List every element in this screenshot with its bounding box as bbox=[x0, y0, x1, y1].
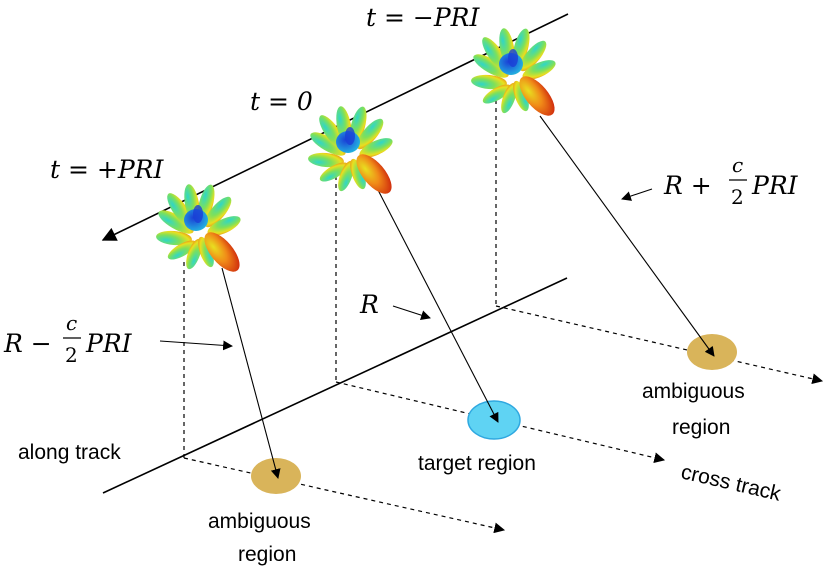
ground-along-track-line bbox=[102, 277, 568, 494]
svg-text:R −: R − bbox=[3, 329, 52, 358]
svg-text:PRI: PRI bbox=[85, 329, 133, 358]
label-ambiguous-region-bottom-1: ambiguous bbox=[208, 510, 311, 533]
label-cross-track: cross track bbox=[679, 460, 784, 505]
ambiguous-region-top bbox=[687, 334, 737, 370]
label-t-zero: t = 0 bbox=[250, 87, 313, 116]
antenna-pattern-plus-pri bbox=[155, 182, 246, 278]
beam-line-minus-pri bbox=[539, 115, 715, 357]
beam-line-plus-pri bbox=[221, 267, 281, 479]
beam-line-zero bbox=[377, 189, 499, 423]
label-ambiguous-region-bottom-2: region bbox=[238, 543, 296, 566]
cross-track-arrow-top bbox=[495, 305, 824, 385]
label-range-minus: R − c 2 PRI bbox=[3, 311, 133, 367]
pointer-arrow-range-center bbox=[392, 305, 431, 320]
svg-text:2: 2 bbox=[731, 185, 744, 209]
label-ambiguous-region-top-2: region bbox=[672, 416, 730, 439]
svg-text:PRI: PRI bbox=[751, 171, 799, 200]
label-range-plus: R + c 2 PRI bbox=[663, 153, 799, 209]
cross-track-arrow-bottom bbox=[183, 457, 506, 534]
ambiguous-region-bottom bbox=[251, 458, 301, 494]
label-ambiguous-region-top-1: ambiguous bbox=[642, 380, 745, 403]
label-t-plus-pri: t = +PRI bbox=[50, 155, 164, 184]
svg-text:c: c bbox=[732, 153, 743, 177]
antenna-pattern-minus-pri bbox=[470, 26, 561, 122]
pointer-arrow-range-plus bbox=[621, 188, 653, 201]
label-target-region: target region bbox=[418, 452, 536, 475]
svg-text:c: c bbox=[66, 311, 77, 335]
svg-text:R +: R + bbox=[663, 171, 712, 200]
label-range-center: R bbox=[359, 290, 379, 319]
pointer-arrow-range-minus bbox=[159, 340, 233, 351]
target-region bbox=[467, 400, 521, 440]
label-t-minus-pri: t = −PRI bbox=[366, 3, 480, 32]
label-along-track: along track bbox=[18, 441, 121, 464]
svg-text:2: 2 bbox=[65, 343, 78, 367]
